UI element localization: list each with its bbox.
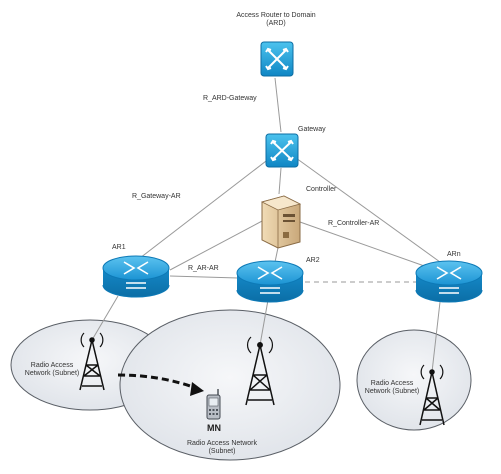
subnet-center-cloud [119,309,341,461]
link-arn-right-tower [431,301,441,373]
ard-switch-icon [260,41,294,77]
arn-router-icon [415,260,483,303]
right-antenna-tower-icon [419,364,445,426]
link-label-controller-ar: R_Controller-AR [328,220,380,227]
gateway-label: Gateway [298,126,326,133]
subnet-left-label-line1: Radio Access [30,362,74,369]
link-ar2-center-tower [259,299,269,346]
link-ar1-left-tower [91,295,119,341]
subnet-center-label-line1: Radio Access Network [186,440,258,447]
link-ar1-ar2 [169,275,239,279]
subnet-center-label: Radio Access Network (Subnet) [187,440,257,456]
subnet-left-label-line2: Network (Subnet) [24,370,80,378]
arn-label: ARn [447,251,461,258]
ard-label-line1: Access Router to Domain [236,12,316,19]
link-ard-gateway [274,77,282,133]
link-label-ard-gateway: R_ARD-Gateway [203,95,257,102]
link-gateway-ar1 [139,157,271,259]
mobile-node-phone-icon [206,389,221,420]
link-controller-ar1 [169,219,265,271]
subnet-center-label-line2: (Subnet) [208,448,236,456]
subnet-left-label: Radio Access Network (Subnet) [25,362,79,378]
gateway-switch-icon [265,133,299,168]
left-antenna-tower-icon [79,332,105,391]
handover-arrow [117,373,204,396]
mobile-node-label: MN [207,423,221,433]
link-label-ar-ar: R_AR-AR [188,265,219,272]
link-gateway-controller [278,167,282,195]
link-gateway-arn [295,157,441,263]
link-controller-arn [299,221,431,269]
subnet-right-cloud [356,329,472,431]
controller-server-icon [260,195,302,249]
link-label-gateway-ar: R_Gateway-AR [132,193,181,200]
ar1-label: AR1 [112,244,126,251]
center-antenna-tower-icon [245,336,275,406]
subnet-right-label: Radio Access Network (Subnet) [365,380,419,396]
subnet-right-label-line2: Network (Subnet) [364,388,420,396]
ar2-router-icon [236,260,304,303]
controller-label: Controller [306,186,337,193]
ar1-router-icon [102,255,170,298]
ar2-label: AR2 [306,257,320,264]
ard-label: Access Router to Domain (ARD) [236,12,315,28]
subnet-right-label-line1: Radio Access [370,380,414,387]
ard-label-line2: (ARD) [266,20,286,28]
